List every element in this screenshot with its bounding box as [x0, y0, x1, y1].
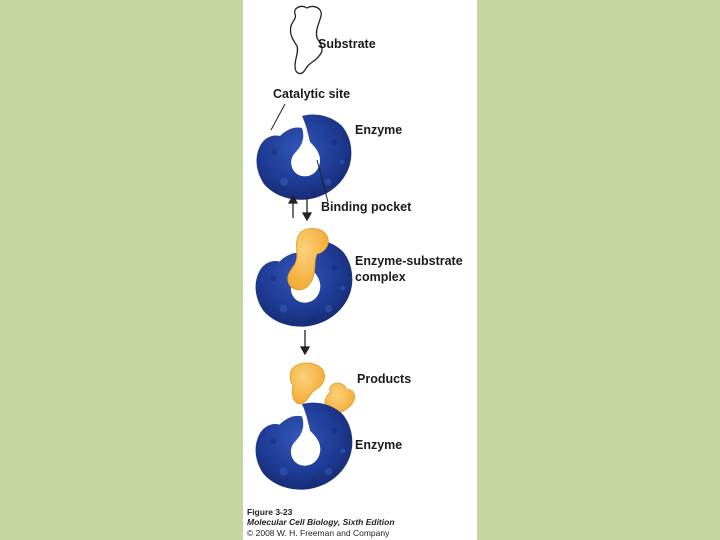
label-enzyme-bottom: Enzyme: [355, 438, 402, 452]
enzyme-bottom: [256, 403, 353, 490]
forward-arrow: [301, 330, 309, 354]
label-catalytic-site: Catalytic site: [273, 87, 350, 101]
label-binding-pocket: Binding pocket: [321, 200, 411, 214]
label-products: Products: [357, 372, 411, 386]
enzyme-top: [257, 114, 352, 199]
caption-copyright: © 2008 W. H. Freeman and Company: [247, 528, 389, 538]
label-complex-line1: Enzyme-substrate: [355, 254, 463, 268]
label-complex-line2: complex: [355, 270, 406, 284]
product-1: [290, 363, 325, 404]
caption-figure: Figure 3-23: [247, 507, 292, 517]
figure-panel: Substrate Catalytic site Enzyme Binding …: [243, 0, 477, 540]
caption-book: Molecular Cell Biology, Sixth Edition: [247, 517, 395, 527]
label-enzyme-top: Enzyme: [355, 123, 402, 137]
label-substrate: Substrate: [318, 37, 376, 51]
